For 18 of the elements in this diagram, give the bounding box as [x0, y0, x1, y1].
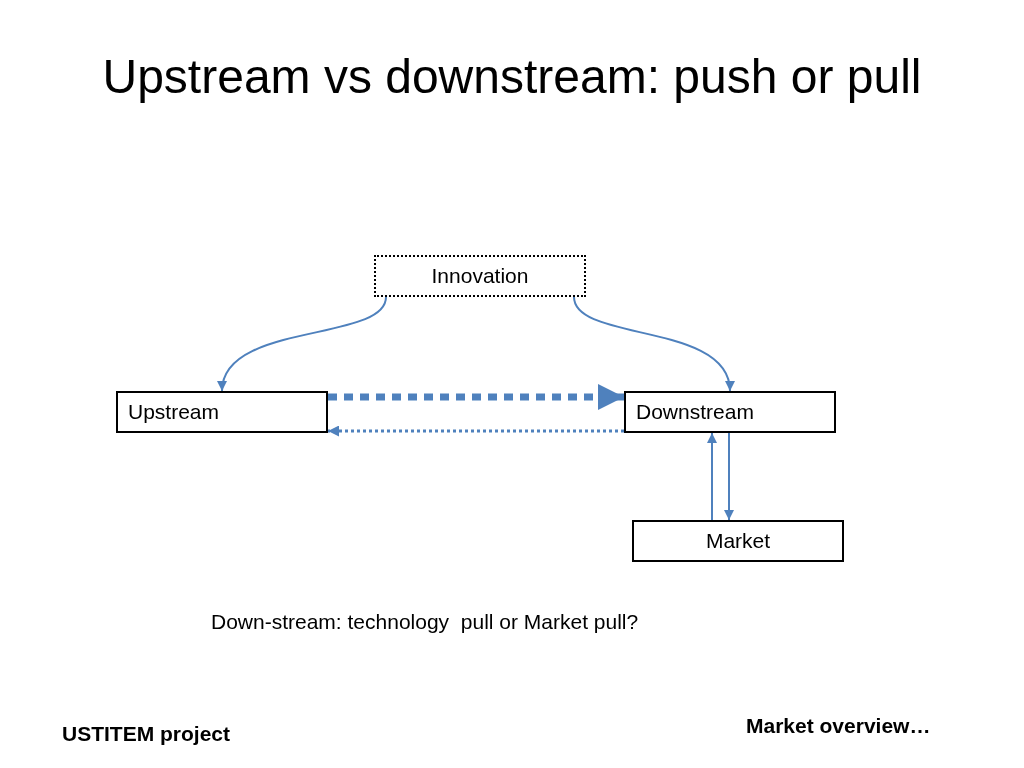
- arrow: [724, 432, 734, 521]
- process-box: [116, 391, 328, 433]
- note-text: Market overview…: [746, 714, 931, 738]
- arrow: [573, 296, 733, 392]
- process-box: [374, 255, 586, 297]
- box-label: Upstream: [128, 400, 220, 424]
- process-box: [632, 520, 844, 562]
- slide-title: Upstream vs downstream: push or pull: [102, 49, 922, 105]
- box-label: Downstream: [636, 400, 754, 424]
- box-label: Market: [705, 529, 771, 553]
- note-text: USTITEM project: [62, 722, 230, 746]
- arrow: [707, 432, 717, 521]
- process-box: [624, 391, 836, 433]
- note-text: Down-stream: technology pull or Market pull?: [211, 610, 639, 634]
- arrow: [328, 384, 624, 410]
- arrow: [219, 296, 387, 392]
- arrow: [328, 425, 624, 437]
- box-label: Innovation: [431, 264, 529, 288]
